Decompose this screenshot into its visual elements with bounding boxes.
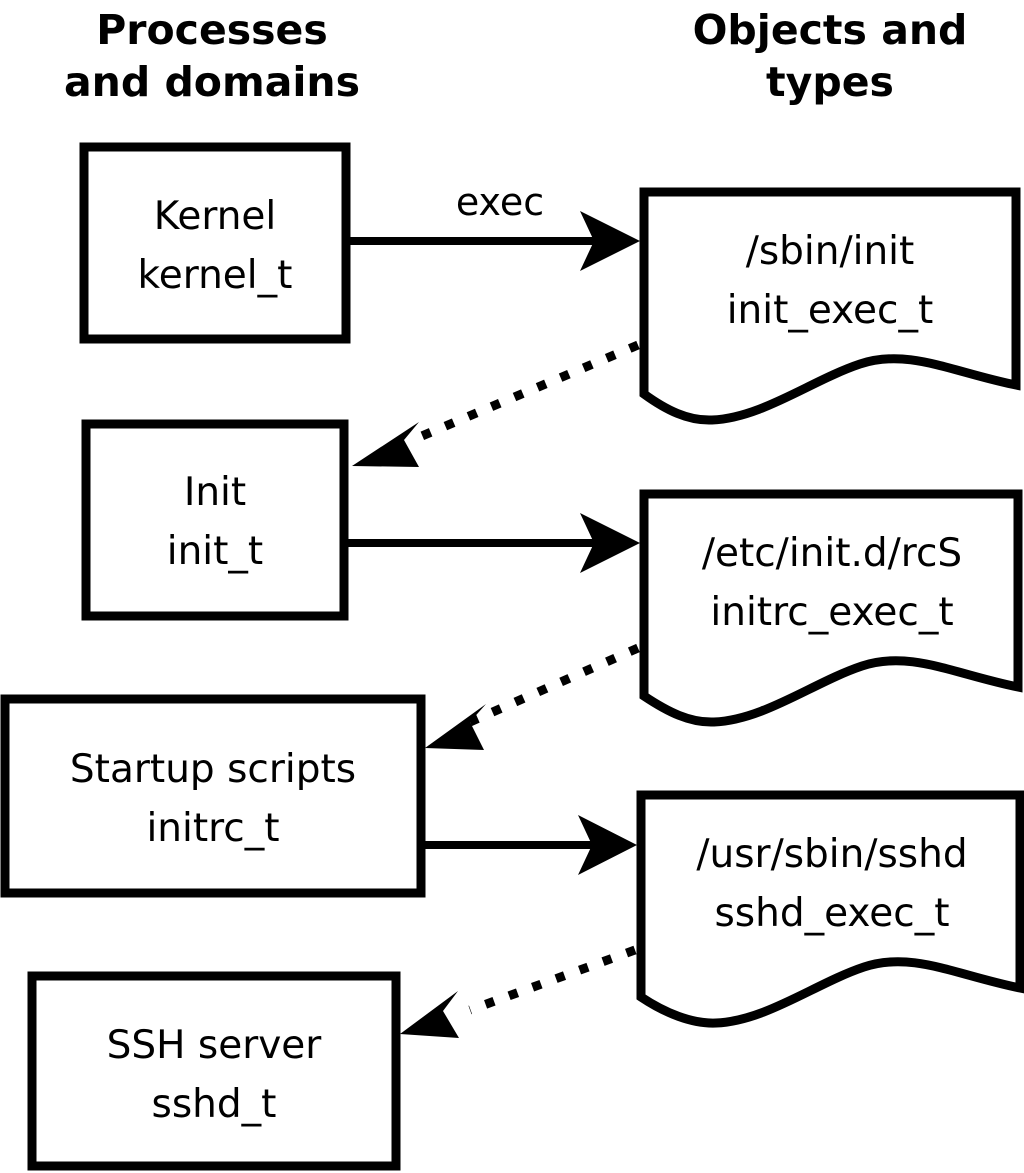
edge-init-exec-to-init-arrowhead (352, 422, 419, 467)
node-kernel-line2: kernel_t (138, 253, 293, 298)
node-sshd-exec-line1: /usr/sbin/sshd (696, 832, 967, 877)
edge-initrc-to-sshd-exec-arrowhead (578, 815, 637, 875)
node-initrc-line2: initrc_t (146, 806, 279, 851)
node-init-exec-line1: /sbin/init (746, 229, 915, 274)
node-initrc-box[interactable] (0, 694, 426, 898)
node-initrc-exec-line2: initrc_exec_t (710, 590, 953, 635)
node-kernel-box[interactable] (79, 142, 351, 344)
node-init[interactable]: Init init_t (81, 419, 349, 621)
edge-init-exec-to-init (352, 340, 640, 467)
edge-init-to-initrc-exec-arrowhead (580, 513, 640, 573)
column-header-processes-line2: and domains (64, 58, 360, 106)
node-initrc[interactable]: Startup scripts initrc_t (0, 694, 426, 898)
node-init-line2: init_t (167, 529, 263, 574)
edge-kernel-to-init-exec: exec (350, 180, 640, 271)
edge-initrc-exec-to-initrc-line (468, 643, 640, 727)
node-initrc-exec-line1: /etc/init.d/rcS (702, 531, 962, 576)
node-initrc-line1: Startup scripts (70, 747, 356, 792)
edge-sshd-exec-to-sshd-line (468, 945, 637, 1015)
column-header-processes-line1: Processes (96, 6, 328, 54)
edge-sshd-exec-to-sshd-arrowhead (400, 991, 459, 1038)
edge-label-exec: exec (456, 180, 544, 224)
edge-init-to-initrc-exec (348, 513, 640, 573)
node-initrc-exec-document[interactable] (639, 489, 1023, 727)
column-header-objects-line1: Objects and (693, 6, 968, 54)
node-sshd-exec-line2: sshd_exec_t (714, 891, 949, 936)
node-initrc-exec[interactable]: /etc/init.d/rcS initrc_exec_t (639, 489, 1023, 727)
edge-initrc-exec-to-initrc (425, 643, 640, 750)
node-init-exec-line2: init_exec_t (727, 288, 934, 333)
edge-initrc-to-sshd-exec (425, 815, 637, 875)
node-sshd-exec-document[interactable] (636, 790, 1024, 1028)
node-kernel[interactable]: Kernel kernel_t (79, 142, 351, 344)
node-init-box[interactable] (81, 419, 349, 621)
node-init-line1: Init (184, 470, 246, 515)
node-sshd-box[interactable] (27, 971, 401, 1171)
node-sshd-line2: sshd_t (152, 1082, 277, 1127)
node-kernel-line1: Kernel (154, 194, 277, 239)
node-sshd-exec[interactable]: /usr/sbin/sshd sshd_exec_t (636, 790, 1024, 1028)
column-header-processes: Processes and domains (64, 6, 360, 106)
node-sshd[interactable]: SSH server sshd_t (27, 971, 401, 1171)
edge-sshd-exec-to-sshd (400, 945, 637, 1038)
edge-initrc-exec-to-initrc-arrowhead (425, 704, 486, 750)
node-init-exec[interactable]: /sbin/init init_exec_t (639, 187, 1021, 425)
edge-init-exec-to-init-line (408, 340, 640, 446)
node-init-exec-document[interactable] (639, 187, 1021, 425)
edge-kernel-to-init-exec-arrowhead (580, 211, 640, 271)
column-header-objects: Objects and types (693, 6, 968, 106)
node-sshd-line1: SSH server (107, 1023, 323, 1068)
column-header-objects-line2: types (766, 58, 894, 106)
